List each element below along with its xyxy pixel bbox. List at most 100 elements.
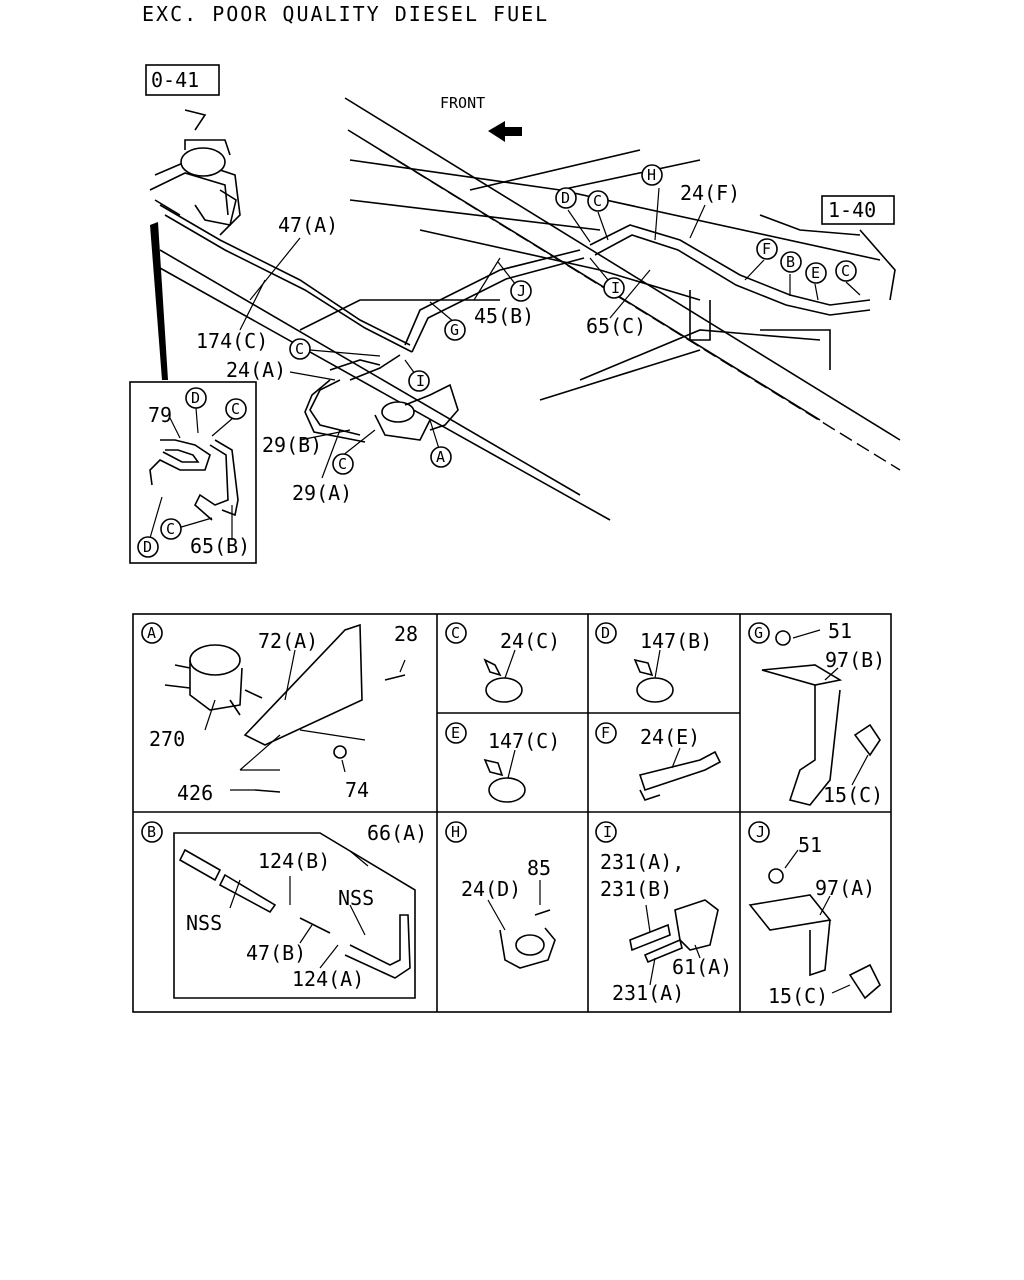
svg-text:D: D [143,538,152,556]
detail-g-letter: G [748,622,770,644]
detail-h-label-85: 85 [527,856,551,880]
detail-h-label-24d: 24(D) [461,877,521,901]
detail-b: B [141,821,416,999]
detail-f-letter: F [595,722,617,744]
callout-c-main-1: C [587,190,609,212]
detail-j: J [748,821,881,1000]
detail-i-label-231b: 231(B) [600,877,672,901]
detail-e-label-147c: 147(C) [488,729,560,753]
svg-text:B: B [786,253,795,271]
svg-text:D: D [601,624,610,642]
svg-text:F: F [762,240,771,258]
diagram-title: EXC. POOR QUALITY DIESEL FUEL [142,2,549,26]
svg-text:D: D [191,389,200,407]
detail-b-label-66a: 66(A) [367,821,427,845]
inset-label-65b: 65(B) [190,534,250,558]
detail-a-label-426: 426 [177,781,213,805]
svg-text:H: H [647,166,656,184]
detail-b-letter: B [141,821,163,843]
svg-text:C: C [166,520,175,538]
detail-a: A [141,622,406,793]
svg-text:I: I [611,279,620,297]
detail-a-letter: A [141,622,163,644]
detail-h: H [445,821,556,969]
svg-text:C: C [841,262,850,280]
detail-f-label-24e: 24(E) [640,725,700,749]
detail-i-label-61a: 61(A) [672,955,732,979]
svg-text:I: I [603,823,612,841]
detail-a-label-28: 28 [394,622,418,646]
callout-b-main: B [780,251,802,273]
detail-f: F [595,722,722,801]
fuel-pump-assembly [304,354,459,443]
label-47a: 47(A) [278,213,338,237]
detail-g-label-51: 51 [828,619,852,643]
detail-j-letter: J [748,821,770,843]
svg-text:C: C [593,192,602,210]
svg-text:1-40: 1-40 [828,198,876,222]
callout-i-main-1: I [603,277,625,299]
ref-box-right: 1-40 [821,195,895,225]
detail-a-label-270: 270 [149,727,185,751]
detail-a-label-74: 74 [345,778,369,802]
front-arrow-icon [488,121,522,142]
detail-a-label-72a: 72(A) [258,629,318,653]
callout-h-main: H [641,164,663,186]
detail-d-label-147b: 147(B) [640,629,712,653]
label-45b: 45(B) [474,304,534,328]
detail-c-letter: C [445,622,467,644]
frame-structure [159,97,901,521]
svg-text:C: C [231,400,240,418]
svg-text:0-41: 0-41 [151,68,199,92]
detail-e-letter: E [445,722,467,744]
svg-text:D: D [561,189,570,207]
svg-text:F: F [601,724,610,742]
label-65c: 65(C) [586,314,646,338]
label-29b: 29(B) [262,433,322,457]
detail-i-label-231a-comma: 231(A), [600,850,684,874]
callout-c-main-4: C [332,453,354,475]
svg-text:I: I [416,372,425,390]
inset-callout-c-1: C [225,398,247,420]
svg-text:G: G [754,624,763,642]
svg-text:G: G [450,321,459,339]
callout-e-main: E [805,262,827,284]
callout-d-main: D [555,187,577,209]
fuel-lines [149,159,871,353]
detail-i-letter: I [595,821,617,843]
inset-label-79: 79 [148,403,172,427]
detail-d-letter: D [595,622,617,644]
label-174c: 174(C) [196,329,268,353]
detail-j-label-97a: 97(A) [815,876,875,900]
callout-a-main: A [430,446,452,468]
fuel-filter-main [180,109,237,226]
svg-text:B: B [147,823,156,841]
svg-text:A: A [436,448,445,466]
callout-i-main-2: I [408,370,430,392]
label-29a: 29(A) [292,481,352,505]
svg-text:H: H [451,823,460,841]
front-label: FRONT [440,94,485,112]
svg-text:E: E [451,724,460,742]
detail-j-label-15c: 15(C) [768,984,828,1008]
detail-b-label-47b: 47(B) [246,941,306,965]
detail-h-letter: H [445,821,467,843]
ref-box-left: 0-41 [145,64,220,96]
detail-i-label-231a: 231(A) [612,981,684,1005]
svg-text:C: C [338,455,347,473]
inset-callout-d-1: D [185,387,207,409]
detail-i: I [595,821,719,986]
svg-text:E: E [811,264,820,282]
label-24f: 24(F) [680,181,740,205]
callout-g-main: G [444,319,466,341]
detail-g-label-15c: 15(C) [823,783,883,807]
detail-c: C [445,622,523,703]
detail-j-label-51: 51 [798,833,822,857]
inset-callout-c-2: C [160,518,182,540]
label-24a: 24(A) [226,358,286,382]
callout-c-main-3: C [289,338,311,360]
detail-c-label-24c: 24(C) [500,629,560,653]
detail-grid [132,613,892,1013]
inset-callout-d-2: D [137,536,159,558]
